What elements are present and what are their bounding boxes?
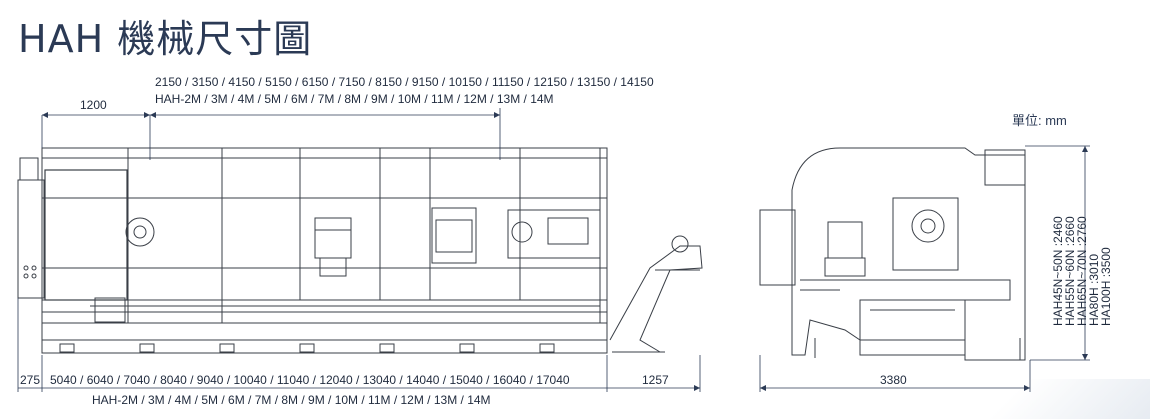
chip-conveyor xyxy=(609,245,703,353)
unit-label: 單位: mm xyxy=(1012,113,1067,128)
height-item: HA100H :3500 xyxy=(1099,247,1113,326)
dim-top-models: HAH-2M / 3M / 4M / 5M / 6M / 7M / 8M / 9… xyxy=(155,92,554,106)
dim-bottom-models: HAH-2M / 3M / 4M / 5M / 6M / 7M / 8M / 9… xyxy=(92,393,491,407)
center-window xyxy=(431,207,477,264)
dim-bottom-lengths: 5040 / 6040 / 7040 / 8040 / 9040 / 10040… xyxy=(50,373,570,387)
side-turret xyxy=(827,221,863,259)
page-title: HAH 機械尺寸圖 xyxy=(18,17,313,61)
control-panel xyxy=(17,179,45,299)
dim-left-width: 1200 xyxy=(80,98,107,112)
tool-turret xyxy=(314,217,352,259)
tailstock xyxy=(507,209,601,259)
dim-conveyor: 1257 xyxy=(642,373,669,387)
side-enclosure xyxy=(791,147,1026,361)
headstock xyxy=(44,169,128,301)
height-list: HAH45N~50N :2460 HAH55N~60N :2660 HAH65N… xyxy=(1051,216,1113,326)
spindle-chuck xyxy=(125,217,155,247)
dim-depth: 3380 xyxy=(880,373,907,387)
dim-top-lengths: 2150 / 3150 / 4150 / 5150 / 6150 / 7150 … xyxy=(155,75,654,89)
dim-left-offset: 275 xyxy=(20,373,41,387)
servo-motor xyxy=(94,297,126,323)
bed xyxy=(41,299,608,313)
corner-gradient xyxy=(920,379,1150,419)
side-spindle xyxy=(892,197,959,271)
